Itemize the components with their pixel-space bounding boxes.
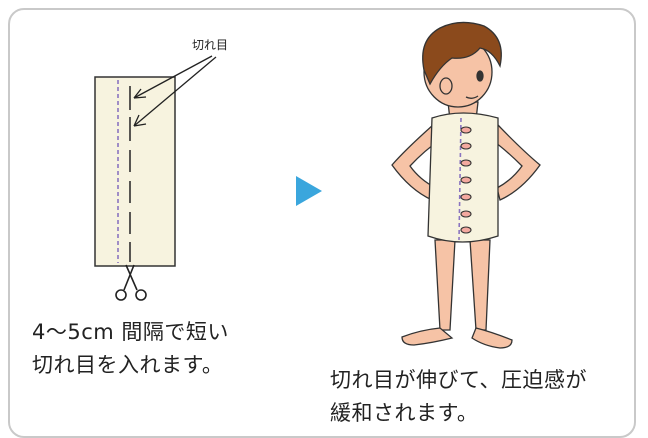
right-caption: 切れ目が伸びて、圧迫感が 緩和されます。 bbox=[330, 364, 587, 430]
left-caption: 4〜5cm 間隔で短い 切れ目を入れます。 bbox=[32, 316, 229, 382]
right-caption-line2: 緩和されます。 bbox=[330, 401, 479, 425]
annotation-arrows bbox=[133, 55, 217, 127]
scissors-icon bbox=[115, 264, 147, 301]
next-arrow-icon bbox=[296, 176, 322, 206]
illustration-canvas bbox=[94, 21, 541, 349]
cloth-strip bbox=[94, 76, 176, 267]
left-caption-line2: 切れ目を入れます。 bbox=[32, 353, 224, 377]
character-illustration bbox=[391, 21, 541, 349]
annotation-label: 切れ目 bbox=[192, 38, 229, 52]
left-caption-line1: 4〜5cm 間隔で短い bbox=[32, 320, 229, 344]
right-caption-line1: 切れ目が伸びて、圧迫感が bbox=[330, 368, 587, 392]
